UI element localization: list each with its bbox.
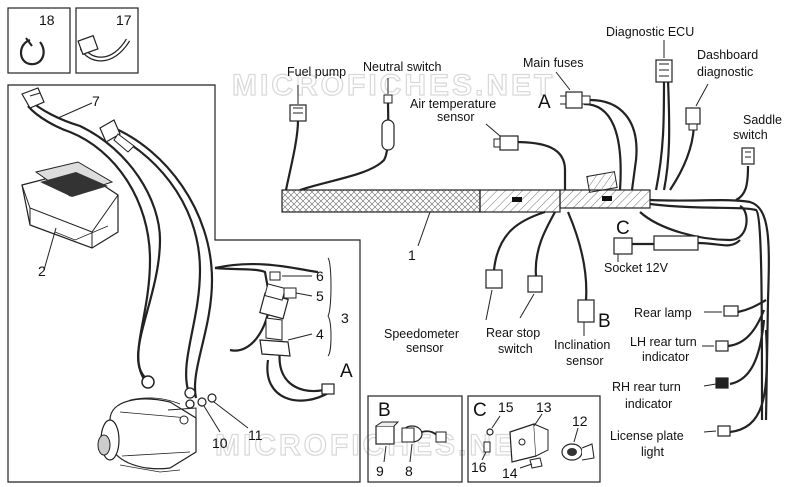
detail-box-c [467,395,601,483]
part-number-8: 8 [405,463,413,479]
main-fuses-connector [560,91,591,109]
label-inclination-1: Inclination [554,338,610,352]
label-dashboard-1: Dashboard [697,48,758,62]
watermark-bottom: MICROFICHES.NET [215,429,538,462]
rh-turn-connector [715,377,729,389]
part-number-10: 10 [212,435,228,451]
label-rear-lamp: Rear lamp [634,306,692,320]
part-number-7: 7 [92,93,100,109]
part-number-18: 18 [39,12,55,28]
inclination-connector [577,299,595,323]
label-air-temp-1: Air temperature [410,97,496,111]
diagnostic-ecu-connector [655,59,673,83]
label-main-fuses: Main fuses [523,56,583,70]
detail-box-b [367,395,463,483]
cable-tie-icon [77,34,131,62]
part-number-3: 3 [341,310,349,326]
screw-16-icon [483,441,491,453]
part-number-4: 4 [316,326,324,342]
part-number-2: 2 [38,263,46,279]
letter-a-fuses: A [538,92,551,113]
part-number-11: 11 [248,427,263,443]
part-number-9: 9 [376,463,384,479]
neutral-switch-connector [381,119,395,151]
lh-turn-connector [715,340,729,352]
engine-wiring-frame [7,84,361,483]
label-license-1: License plate [610,429,684,443]
speedometer-connector [485,269,503,289]
rear-lamp-connector [723,305,739,317]
rear-stop-connector [527,275,543,293]
label-rear-stop-1: Rear stop [486,326,540,340]
saddle-switch-connector [741,147,755,165]
letter-c-box: C [473,400,487,421]
label-fuel-pump: Fuel pump [287,65,346,79]
label-inclination-2: sensor [566,354,604,368]
relay-connector [321,383,335,395]
socket-12v-icon [561,443,595,461]
dashboard-diagnostic-connector [685,107,701,131]
screw-14-icon [529,457,543,469]
socket-12v-connector [613,237,633,255]
label-neutral-switch: Neutral switch [363,60,442,74]
label-rear-stop-2: switch [498,342,533,356]
fuel-pump-connector [289,104,307,122]
label-rh-turn-1: RH rear turn [612,380,681,394]
part-number-5: 5 [316,288,324,304]
label-rh-turn-2: indicator [625,397,672,411]
label-air-temp-2: sensor [437,110,475,124]
part-number-14: 14 [502,465,518,481]
label-license-2: light [641,445,664,459]
part-number-16: 16 [471,459,487,475]
letter-b-box: B [378,400,391,421]
cable-clip-icon [19,37,45,66]
screw-15-icon [486,428,494,436]
main-harness-sleeve [281,189,481,213]
label-dashboard-2: diagnostic [697,65,753,79]
label-speedometer-1: Speedometer [384,327,459,341]
air-temp-sensor-connector [493,135,519,151]
inclination-sensor-plug-icon [401,425,447,443]
letter-c-socket: C [616,218,630,239]
part-number-15: 15 [498,399,514,415]
letter-a-relay: A [340,361,353,382]
label-lh-turn-2: indicator [642,350,689,364]
part-number-17: 17 [116,12,132,28]
part-number-6: 6 [316,268,324,284]
inclination-sensor-body-icon [375,421,400,445]
part-18-box [7,7,71,74]
part-number-12: 12 [572,413,588,429]
part-number-1: 1 [408,247,416,263]
part-17-box [75,7,139,74]
label-saddle-1: Saddle [743,113,782,127]
label-lh-turn-1: LH rear turn [630,335,697,349]
license-light-connector [717,425,731,437]
part-number-13: 13 [536,399,552,415]
relay-icon [259,283,291,357]
starter-motor-icon [97,397,197,473]
socket-12v-fuse-holder [653,235,699,251]
socket-bracket-icon [509,423,549,463]
label-saddle-2: switch [733,128,768,142]
label-socket-12v: Socket 12V [604,261,669,275]
label-diagnostic-ecu: Diagnostic ECU [606,25,694,39]
letter-b-inclination: B [598,311,611,332]
battery-icon [21,161,119,249]
label-speedometer-2: sensor [406,341,444,355]
